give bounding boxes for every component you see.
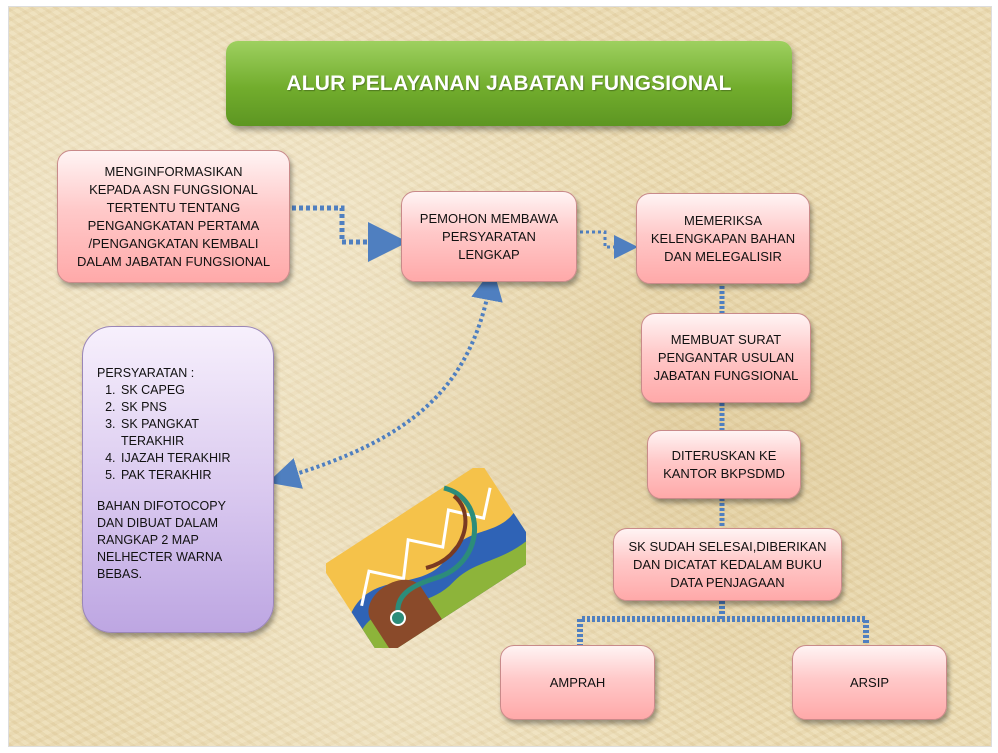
connector-sk-split [577,601,869,645]
box-membuat-surat: MEMBUAT SURAT PENGANTAR USULAN JABATAN F… [641,313,811,403]
persyaratan-heading: PERSYARATAN : [97,366,195,380]
box-persyaratan: PERSYARATAN : SK CAPEG SK PNS SK PANGKAT… [82,326,274,633]
box-pemohon: PEMOHON MEMBAWA PERSYARATAN LENGKAP [401,191,577,282]
list-item: IJAZAH TERAKHIR [119,450,265,467]
list-item: SK PANGKAT TERAKHIR [119,416,265,450]
diagram-title: ALUR PELAYANAN JABATAN FUNGSIONAL [226,41,792,126]
connector-pemohon-persyaratan [267,268,503,489]
stethoscope-clipart-icon [326,468,526,648]
connector-pemohon-memeriksa [580,230,638,259]
box-diteruskan: DITERUSKAN KE KANTOR BKPSDMD [647,430,801,499]
list-item: SK CAPEG [119,382,265,399]
persyaratan-note: BAHAN DIFOTOCOPY DAN DIBUAT DALAM RANGKA… [97,499,226,581]
box-amprah: AMPRAH [500,645,655,720]
list-item: PAK TERAKHIR [119,467,265,484]
persyaratan-list: SK CAPEG SK PNS SK PANGKAT TERAKHIR IJAZ… [97,382,265,484]
box-menginformasikan: MENGINFORMASIKAN KEPADA ASN FUNGSIONAL T… [57,150,290,283]
box-arsip: ARSIP [792,645,947,720]
box-memeriksa: MEMERIKSA KELENGKAPAN BAHAN DAN MELEGALI… [636,193,810,284]
connector-informasi-pemohon [292,205,408,262]
list-item: SK PNS [119,399,265,416]
box-sk-selesai: SK SUDAH SELESAI,DIBERIKAN DAN DICATAT K… [613,528,842,601]
